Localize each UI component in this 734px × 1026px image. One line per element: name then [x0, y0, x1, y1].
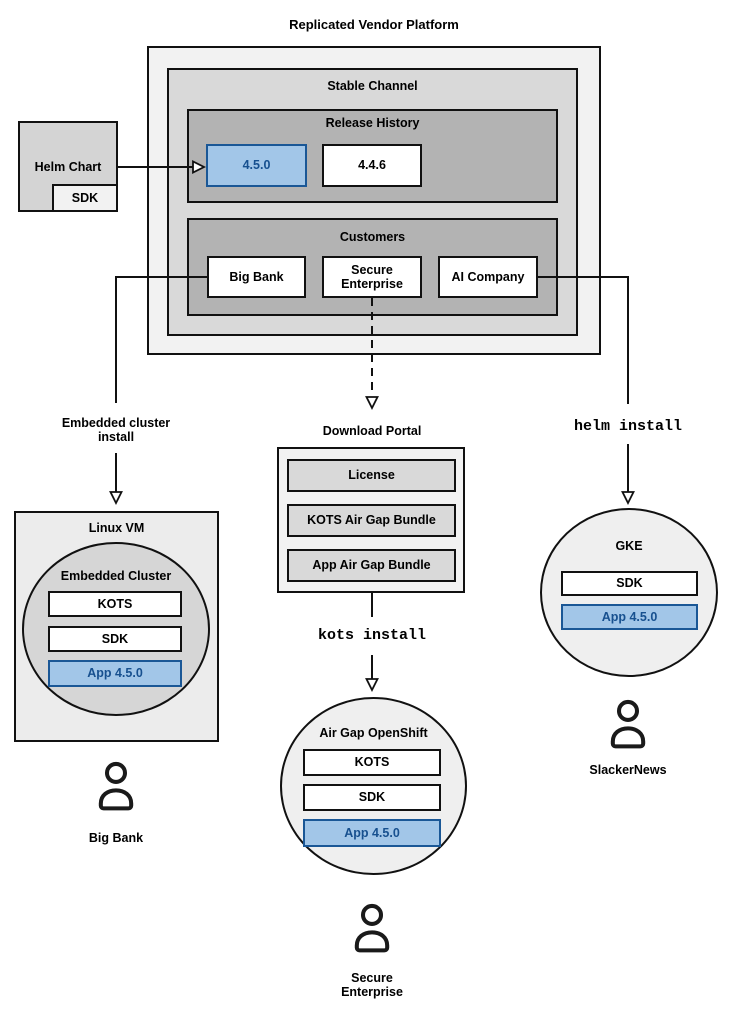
linux-vm-kots-box: KOTS — [48, 591, 182, 617]
ai-company-arrowhead — [621, 491, 635, 506]
customer-big-bank: Big Bank — [207, 256, 306, 298]
kots-install-command: kots install — [317, 627, 427, 644]
big-bank-arrowhead — [109, 491, 123, 506]
stable-channel-label: Stable Channel — [327, 79, 418, 93]
slackernews-user-label: SlackerNews — [589, 763, 667, 777]
customer-ai-company: AI Company — [438, 256, 538, 298]
secure-enterprise-user-icon — [354, 903, 390, 953]
gke-sdk-box: SDK — [561, 571, 698, 596]
gke-label: GKE — [615, 539, 643, 553]
helm-install-command: helm install — [573, 418, 683, 435]
linux-vm-label: Linux VM — [88, 521, 145, 535]
big-bank-user-label: Big Bank — [88, 831, 144, 845]
openshift-sdk-box: SDK — [303, 784, 441, 811]
helm-sdk-box: SDK — [52, 184, 118, 212]
helm-chart-label: Helm Chart — [34, 160, 102, 174]
release-history-label: Release History — [325, 116, 420, 130]
portal-item-kots-bundle: KOTS Air Gap Bundle — [287, 504, 456, 537]
openshift-app-box: App 4.5.0 — [303, 819, 441, 847]
secure-enterprise-user-label: Secure Enterprise — [341, 971, 403, 999]
kots-install-arrowhead — [365, 678, 379, 693]
embedded-cluster-label: Embedded Cluster — [60, 569, 172, 583]
air-gap-openshift-label: Air Gap OpenShift — [319, 726, 428, 740]
portal-item-license: License — [287, 459, 456, 492]
openshift-kots-box: KOTS — [303, 749, 441, 776]
embedded-cluster-install-label: Embedded cluster install — [61, 416, 171, 444]
secure-enterprise-arrowhead — [365, 396, 379, 411]
customer-secure-enterprise: Secure Enterprise — [322, 256, 422, 298]
slackernews-user-icon — [610, 699, 646, 749]
linux-vm-app-box: App 4.5.0 — [48, 660, 182, 687]
linux-vm-sdk-box: SDK — [48, 626, 182, 652]
customers-label: Customers — [339, 230, 406, 244]
release-box-4-4-6: 4.4.6 — [322, 144, 422, 187]
diagram-title: Replicated Vendor Platform — [289, 17, 459, 32]
download-portal-label: Download Portal — [322, 424, 422, 438]
release-box-4-5-0: 4.5.0 — [206, 144, 307, 187]
portal-item-app-bundle: App Air Gap Bundle — [287, 549, 456, 582]
gke-app-box: App 4.5.0 — [561, 604, 698, 630]
big-bank-user-icon — [98, 761, 134, 811]
